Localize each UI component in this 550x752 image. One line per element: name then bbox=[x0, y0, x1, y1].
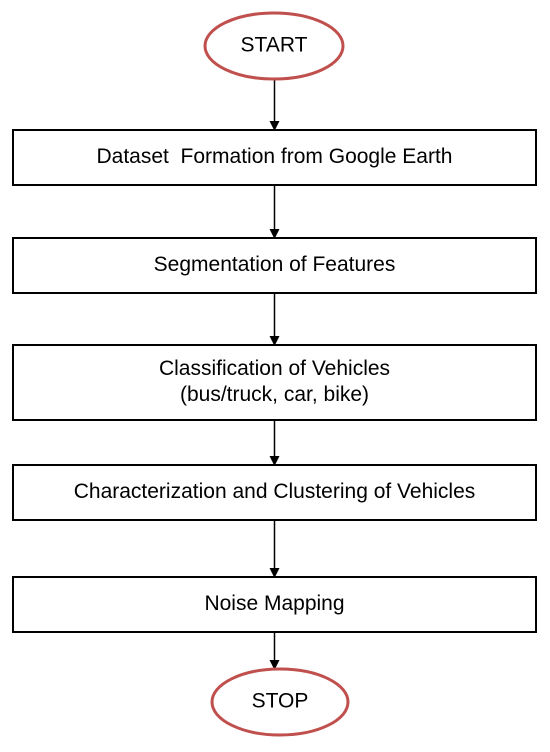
classification-process-box bbox=[12, 344, 537, 421]
nodes-layer: START Dataset Formation from Google Earth… bbox=[12, 11, 537, 737]
node-characterization: Characterization and Clustering of Vehic… bbox=[12, 464, 537, 521]
node-dataset: Dataset Formation from Google Earth bbox=[12, 129, 537, 186]
characterization-label: Characterization and Clustering of Vehic… bbox=[74, 480, 476, 503]
segmentation-label: Segmentation of Features bbox=[154, 253, 396, 276]
start-terminal-shape bbox=[203, 11, 345, 81]
characterization-process-box bbox=[12, 464, 537, 521]
dataset-label: Dataset Formation from Google Earth bbox=[97, 145, 453, 168]
stop-label: STOP bbox=[252, 690, 309, 713]
segmentation-process-box bbox=[12, 237, 537, 294]
stop-terminal-shape bbox=[210, 667, 350, 737]
noise-label: Noise Mapping bbox=[204, 592, 344, 615]
noise-process-box bbox=[12, 576, 537, 633]
start-label: START bbox=[241, 34, 308, 57]
node-stop: STOP bbox=[210, 667, 350, 737]
dataset-process-box bbox=[12, 129, 537, 186]
classification-label-line-2: (bus/truck, car, bike) bbox=[180, 383, 369, 406]
classification-label-line-1: Classification of Vehicles bbox=[159, 357, 390, 380]
node-segmentation: Segmentation of Features bbox=[12, 237, 537, 294]
node-noise: Noise Mapping bbox=[12, 576, 537, 633]
node-start: START bbox=[203, 11, 345, 81]
node-classification: Classification of Vehicles (bus/truck, ca… bbox=[12, 344, 537, 421]
